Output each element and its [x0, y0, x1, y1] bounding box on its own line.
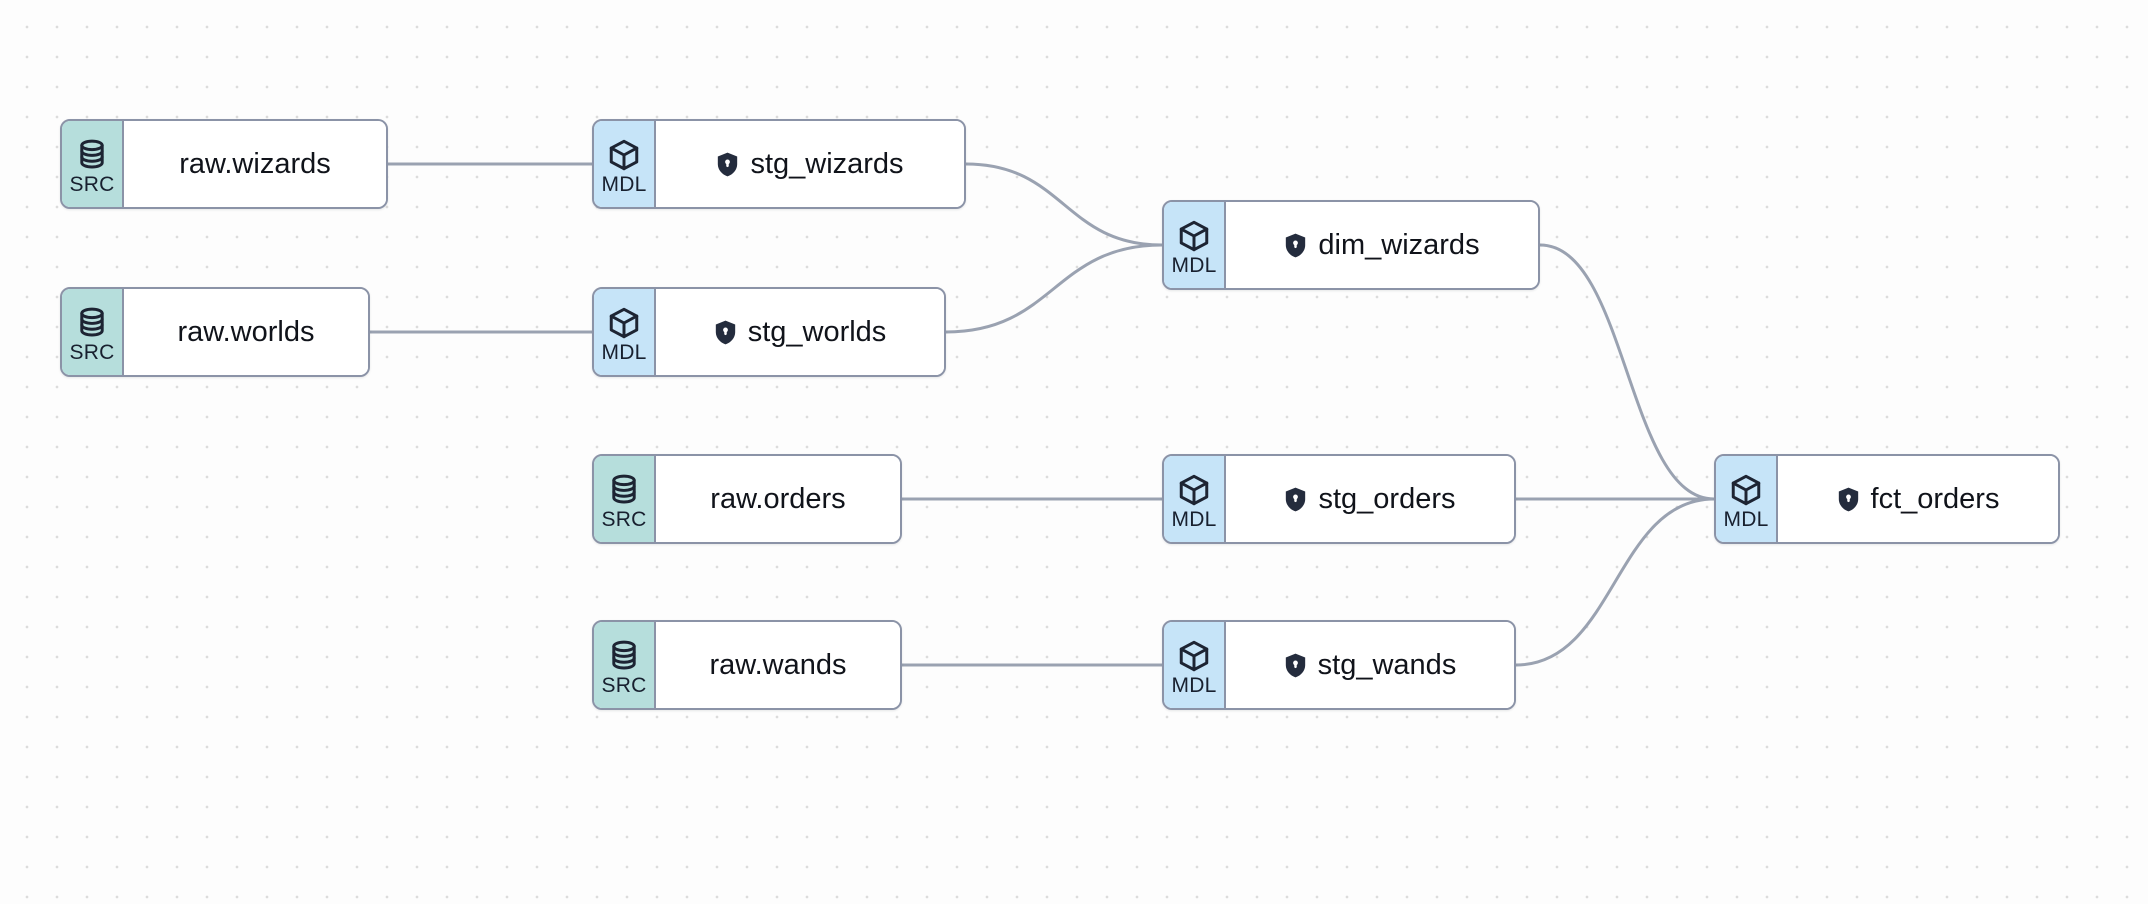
node-type-badge-mdl: MDL	[594, 121, 656, 207]
node-fct_orders[interactable]: MDL fct_orders	[1714, 454, 2060, 544]
database-icon	[75, 306, 109, 340]
node-type-badge-mdl: MDL	[1164, 456, 1226, 542]
node-body: dim_wizards	[1226, 202, 1538, 288]
node-label: stg_wands	[1317, 648, 1457, 681]
node-type-label: SRC	[69, 340, 115, 364]
shield-lock-icon	[1837, 487, 1860, 512]
cube-icon	[1177, 473, 1211, 507]
node-stg_orders[interactable]: MDL stg_orders	[1162, 454, 1516, 544]
node-raw_worlds[interactable]: SRC raw.worlds	[60, 287, 370, 377]
database-icon	[607, 473, 641, 507]
edge-dim_wizards-to-fct_orders	[1538, 243, 1716, 501]
node-label: raw.orders	[710, 482, 846, 515]
shield-lock-icon	[716, 152, 739, 177]
cube-icon	[1177, 639, 1211, 673]
node-type-badge-src: SRC	[594, 622, 656, 708]
node-type-badge-src: SRC	[594, 456, 656, 542]
node-raw_orders[interactable]: SRC raw.orders	[592, 454, 902, 544]
node-type-label: MDL	[601, 340, 647, 364]
node-label: raw.worlds	[177, 315, 315, 348]
node-body: stg_wizards	[656, 121, 964, 207]
node-label: raw.wands	[709, 648, 847, 681]
node-label: raw.wizards	[179, 147, 331, 180]
node-type-label: MDL	[1171, 673, 1217, 697]
node-type-label: SRC	[69, 172, 115, 196]
edge-stg_wizards-to-dim_wizards	[964, 162, 1164, 247]
database-icon	[607, 639, 641, 673]
node-body: raw.orders	[656, 456, 900, 542]
node-dim_wizards[interactable]: MDL dim_wizards	[1162, 200, 1540, 290]
shield-lock-icon	[714, 320, 737, 345]
node-type-label: SRC	[601, 673, 647, 697]
edge-stg_wands-to-fct_orders	[1514, 497, 1716, 667]
database-icon	[75, 138, 109, 172]
node-type-label: MDL	[601, 172, 647, 196]
node-stg_worlds[interactable]: MDL stg_worlds	[592, 287, 946, 377]
node-raw_wizards[interactable]: SRC raw.wizards	[60, 119, 388, 209]
node-body: raw.wands	[656, 622, 900, 708]
node-type-badge-src: SRC	[62, 121, 124, 207]
node-label: stg_orders	[1318, 482, 1456, 515]
edge-stg_worlds-to-dim_wizards	[944, 243, 1164, 334]
node-raw_wands[interactable]: SRC raw.wands	[592, 620, 902, 710]
node-type-label: MDL	[1171, 507, 1217, 531]
node-type-label: MDL	[1723, 507, 1769, 531]
node-body: stg_worlds	[656, 289, 944, 375]
shield-lock-icon	[1284, 233, 1307, 258]
node-body: stg_orders	[1226, 456, 1514, 542]
cube-icon	[607, 306, 641, 340]
shield-lock-icon	[1284, 487, 1307, 512]
node-label: stg_wizards	[750, 147, 904, 180]
node-type-badge-mdl: MDL	[594, 289, 656, 375]
cube-icon	[607, 138, 641, 172]
cube-icon	[1177, 219, 1211, 253]
cube-icon	[1729, 473, 1763, 507]
node-type-label: SRC	[601, 507, 647, 531]
node-body: raw.worlds	[124, 289, 368, 375]
node-body: stg_wands	[1226, 622, 1514, 708]
node-type-badge-mdl: MDL	[1164, 202, 1226, 288]
node-label: stg_worlds	[747, 315, 887, 348]
node-body: raw.wizards	[124, 121, 386, 207]
node-stg_wands[interactable]: MDL stg_wands	[1162, 620, 1516, 710]
node-label: dim_wizards	[1318, 228, 1480, 261]
node-type-badge-mdl: MDL	[1716, 456, 1778, 542]
node-body: fct_orders	[1778, 456, 2058, 542]
node-type-badge-src: SRC	[62, 289, 124, 375]
node-label: fct_orders	[1870, 482, 2000, 515]
shield-lock-icon	[1284, 653, 1307, 678]
node-stg_wizards[interactable]: MDL stg_wizards	[592, 119, 966, 209]
node-type-label: MDL	[1171, 253, 1217, 277]
node-type-badge-mdl: MDL	[1164, 622, 1226, 708]
